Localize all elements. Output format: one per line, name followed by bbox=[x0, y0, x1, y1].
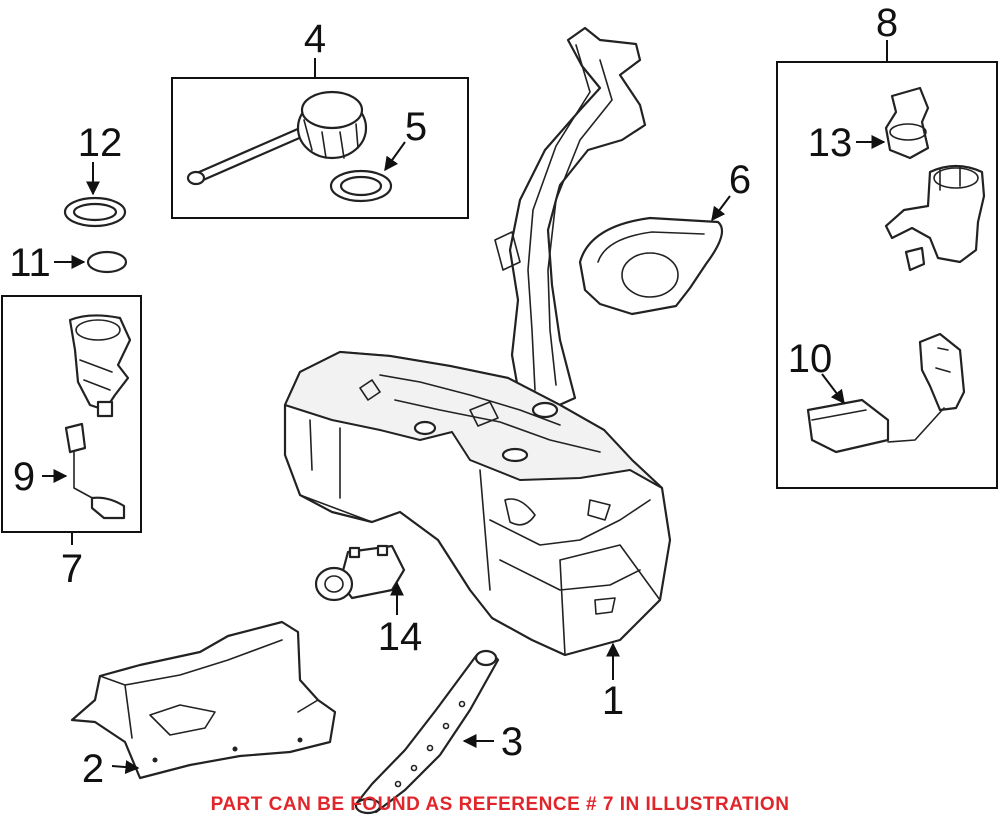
group-box-4 bbox=[171, 77, 469, 219]
reference-note: PART CAN BE FOUND AS REFERENCE # 7 IN IL… bbox=[211, 794, 790, 815]
callout-12: 12 bbox=[78, 121, 123, 165]
callout-5: 5 bbox=[405, 105, 427, 149]
leader-5 bbox=[384, 141, 406, 172]
tank-strap bbox=[354, 649, 500, 815]
callout-13: 13 bbox=[808, 121, 853, 165]
pressure-sensor-13 bbox=[884, 86, 930, 160]
leader-10 bbox=[821, 373, 845, 405]
callout-1: 1 bbox=[602, 679, 624, 723]
valve-14 bbox=[314, 544, 406, 602]
callout-7: 7 bbox=[61, 547, 83, 591]
leader-2 bbox=[111, 760, 140, 775]
leader-6 bbox=[711, 195, 731, 222]
callout-9: 9 bbox=[13, 455, 35, 499]
callout-14: 14 bbox=[378, 615, 423, 659]
heat-shield bbox=[70, 620, 337, 780]
callout-8: 8 bbox=[876, 1, 898, 45]
fuel-level-sender-10 bbox=[806, 332, 966, 454]
o-ring-11 bbox=[86, 250, 128, 274]
callout-11: 11 bbox=[9, 241, 51, 285]
fuel-pump-module-8 bbox=[884, 164, 986, 272]
filler-cap bbox=[186, 90, 368, 186]
fuel-pump-assembly-7 bbox=[68, 314, 132, 418]
fuel-level-sender-9 bbox=[64, 422, 126, 520]
callout-3: 3 bbox=[501, 720, 523, 764]
callout-4: 4 bbox=[304, 17, 326, 61]
filler-housing bbox=[578, 216, 724, 316]
callout-6: 6 bbox=[729, 158, 751, 202]
callout-2: 2 bbox=[82, 747, 104, 791]
o-ring-12 bbox=[63, 196, 127, 228]
seal-ring-5 bbox=[329, 169, 393, 203]
callout-10: 10 bbox=[788, 337, 833, 381]
fuel-tank bbox=[283, 26, 672, 657]
